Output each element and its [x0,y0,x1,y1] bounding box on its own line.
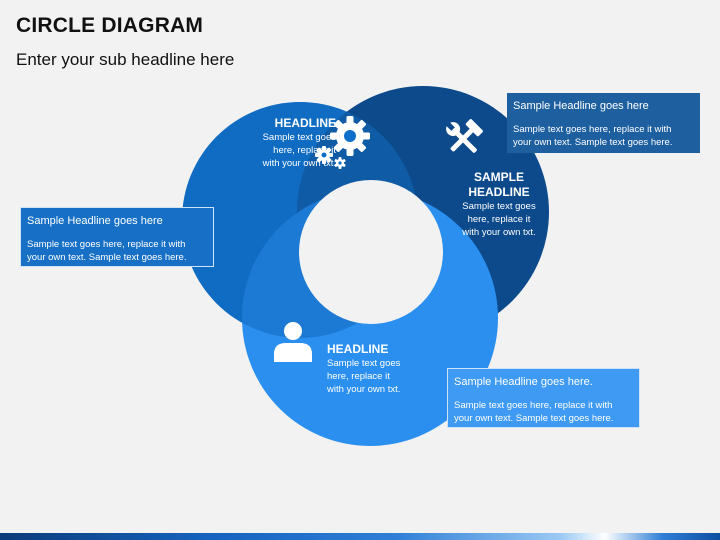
footer-gradient-bar [0,533,720,540]
bottom-segment-body-1: Sample text goes [327,358,401,369]
left-segment-body-1: Sample text goes [262,132,336,143]
right-segment-headline-2: HEADLINE [468,185,530,199]
callout-top-right-headline: Sample Headline goes here [513,100,649,112]
left-segment-body-3: with your own txt. [262,158,336,169]
slide-subtitle: Enter your sub headline here [16,50,235,69]
callout-top-right: Sample Headline goes here Sample text go… [507,93,700,153]
callout-left-body-2: your own text. Sample text goes here. [27,252,187,263]
right-segment-body-1: Sample text goes [462,201,536,212]
callout-bottom-right-headline: Sample Headline goes here. [454,376,593,388]
callout-bottom-right-body-2: your own text. Sample text goes here. [454,413,614,424]
callout-left: Sample Headline goes here Sample text go… [20,207,214,267]
right-segment-headline-1: SAMPLE [473,170,524,184]
right-segment-body-3: with your own txt. [462,227,536,238]
bottom-segment-body-2: here, replace it [327,371,390,382]
right-segment-body-2: here, replace it [467,214,531,225]
slide-title: CIRCLE DIAGRAM [16,14,204,37]
callout-bottom-right-body-1: Sample text goes here, replace it with [454,400,613,411]
callout-top-right-body-2: your own text. Sample text goes here. [513,137,673,148]
callout-left-body-1: Sample text goes here, replace it with [27,239,186,250]
callout-left-headline: Sample Headline goes here [27,215,163,227]
callout-bottom-right: Sample Headline goes here. Sample text g… [447,368,640,428]
bottom-segment-body-3: with your own txt. [327,384,401,395]
left-segment-body-2: here, replace it [273,145,336,156]
left-segment-text: HEADLINE Sample text goes here, replace … [228,116,336,170]
left-segment-overlap [182,102,418,338]
callout-top-right-body-1: Sample text goes here, replace it with [513,124,672,135]
bottom-segment-text: HEADLINE Sample text goes here, replace … [327,342,437,396]
person-icon [274,322,312,362]
right-segment-text: SAMPLE HEADLINE Sample text goes here, r… [452,170,546,239]
gears-icon [315,116,370,169]
tools-icon [444,119,483,153]
bottom-segment-headline: HEADLINE [327,342,389,356]
left-segment-headline: HEADLINE [274,116,336,130]
